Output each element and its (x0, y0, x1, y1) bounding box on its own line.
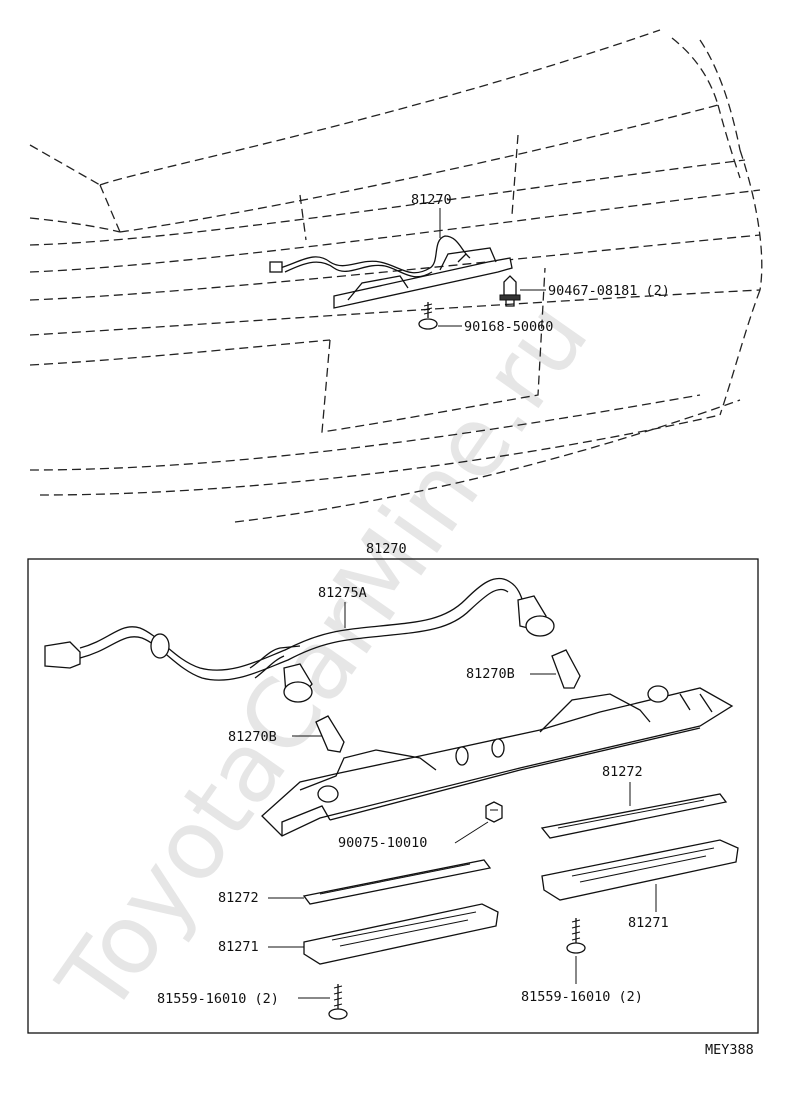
screw-left-icon (328, 984, 348, 1020)
housing-right-label: 81271 (628, 915, 669, 931)
screw-right-label: 81559-16010 (2) (521, 989, 643, 1005)
tapping-screw-icon (418, 302, 438, 330)
box-assembly-label: 81270 (366, 541, 407, 557)
harness-label: 81275A (318, 585, 367, 601)
bulb-right-label: 81270B (466, 666, 515, 682)
housing-left-label: 81271 (218, 939, 259, 955)
license-lamp-assembly-installed (269, 235, 513, 309)
lens-right (540, 793, 728, 839)
exploded-view-frame (27, 558, 759, 1034)
screw-left-label: 81559-16010 (2) (157, 991, 279, 1007)
assembly-label-upper: 81270 (411, 192, 452, 208)
bulb-left-icon (315, 715, 345, 753)
lamp-base-body (261, 685, 734, 837)
lens-right-label: 81272 (602, 764, 643, 780)
car-rear-outline (29, 29, 763, 523)
screw-right-icon (566, 918, 586, 954)
figure-code: MEY388 (705, 1042, 754, 1058)
screw-label-upper: 90168-50060 (464, 319, 553, 335)
bulb-right-icon (551, 649, 581, 689)
watermark: ToyotaCarMine.ru (37, 282, 610, 1034)
housing-right (541, 839, 739, 901)
clip-bolt-icon (499, 275, 521, 307)
lens-left (302, 859, 492, 905)
nut-label: 90075-10010 (338, 835, 427, 851)
housing-left (303, 903, 499, 965)
hex-nut-icon (485, 801, 503, 823)
lens-left-label: 81272 (218, 890, 259, 906)
bolt-label: 90467-08181 (2) (548, 283, 670, 299)
wire-harness (44, 577, 555, 703)
bulb-left-label: 81270B (228, 729, 277, 745)
